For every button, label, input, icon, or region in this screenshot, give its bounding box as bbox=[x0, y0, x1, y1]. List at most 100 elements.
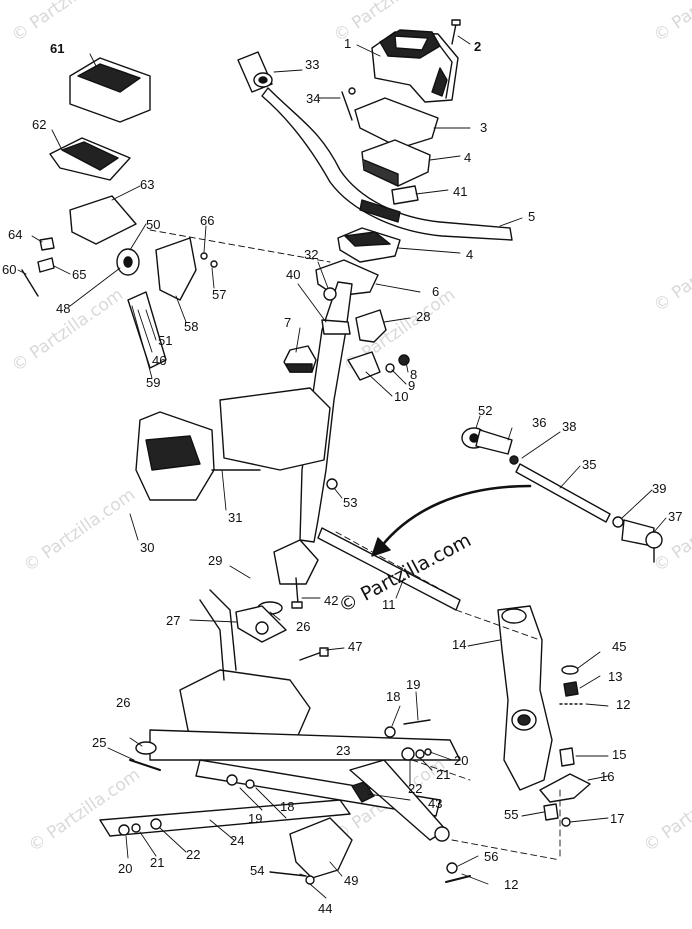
u-clamp-10-part bbox=[347, 351, 381, 381]
tie-rod-assembly-part bbox=[461, 427, 663, 563]
callout-46: 46 bbox=[152, 353, 167, 368]
nut-56-part bbox=[446, 862, 458, 874]
callout-39: 39 bbox=[652, 481, 667, 496]
callout-56: 56 bbox=[484, 849, 499, 864]
callout-19b: 19 bbox=[248, 811, 263, 826]
callout-27: 27 bbox=[166, 613, 181, 628]
callout-14: 14 bbox=[452, 637, 467, 652]
callout-62: 62 bbox=[32, 117, 47, 132]
callout-52: 52 bbox=[478, 403, 493, 418]
callout-21b: 21 bbox=[150, 855, 165, 870]
callout-65: 65 bbox=[72, 267, 87, 282]
callout-5: 5 bbox=[528, 209, 536, 224]
callout-20a: 20 bbox=[454, 753, 469, 768]
callout-1: 1 bbox=[344, 36, 352, 51]
plate-63-part bbox=[69, 195, 137, 245]
callout-57: 57 bbox=[212, 287, 227, 302]
callout-48: 48 bbox=[56, 301, 71, 316]
bracket-28-part bbox=[355, 309, 387, 343]
screw-part bbox=[451, 19, 461, 45]
callout-18a: 18 bbox=[386, 689, 401, 704]
callout-38: 38 bbox=[562, 419, 577, 434]
reference-lines bbox=[149, 229, 561, 861]
callout-51: 51 bbox=[158, 333, 173, 348]
spindle-29-part bbox=[273, 539, 319, 585]
callout-2: 2 bbox=[474, 39, 482, 54]
callout-66: 66 bbox=[200, 213, 215, 228]
callout-34: 34 bbox=[306, 91, 321, 106]
callout-13: 13 bbox=[608, 669, 623, 684]
callout-7: 7 bbox=[284, 315, 292, 330]
callout-60: 60 bbox=[2, 262, 17, 277]
pad-41-part bbox=[391, 185, 419, 205]
clip-64-part bbox=[39, 237, 55, 251]
bolt-42-part bbox=[291, 577, 303, 609]
callout-24: 24 bbox=[230, 833, 245, 848]
screw-66-part bbox=[200, 252, 208, 260]
callout-10: 10 bbox=[394, 389, 409, 404]
callout-49: 49 bbox=[344, 873, 359, 888]
console-body-part bbox=[219, 387, 331, 471]
clip-65-part bbox=[37, 257, 55, 273]
nut-57-part bbox=[210, 260, 218, 268]
callout-16: 16 bbox=[600, 769, 615, 784]
callout-8: 8 bbox=[410, 367, 418, 382]
washer-45-part bbox=[561, 665, 579, 675]
nut-53-part bbox=[326, 478, 338, 490]
plate-16-part bbox=[539, 773, 591, 803]
screw-34-part bbox=[341, 87, 356, 121]
fitting-43-part bbox=[351, 781, 375, 803]
shield-49-part bbox=[289, 817, 353, 879]
nut-32-part bbox=[323, 287, 337, 301]
callout-20b: 20 bbox=[118, 861, 133, 876]
callout-23: 23 bbox=[336, 743, 351, 758]
callout-29: 29 bbox=[208, 553, 223, 568]
callout-43: 43 bbox=[428, 796, 443, 811]
handlebar-bracket-part bbox=[354, 97, 439, 149]
callout-54: 54 bbox=[250, 863, 265, 878]
callout-31: 31 bbox=[228, 510, 243, 525]
callout-19a: 19 bbox=[406, 677, 421, 692]
callout-4a: 4 bbox=[464, 150, 472, 165]
callout-35: 35 bbox=[582, 457, 597, 472]
callout-37: 37 bbox=[668, 509, 683, 524]
callout-21a: 21 bbox=[436, 767, 451, 782]
callout-53: 53 bbox=[343, 495, 358, 510]
callout-6: 6 bbox=[432, 284, 440, 299]
callout-58: 58 bbox=[184, 319, 199, 334]
callout-36: 36 bbox=[532, 415, 547, 430]
nut-8-part bbox=[398, 354, 410, 366]
callout-18b: 18 bbox=[280, 799, 295, 814]
steering-pad-part bbox=[371, 29, 459, 103]
callout-32: 32 bbox=[304, 247, 319, 262]
callout-30: 30 bbox=[140, 540, 155, 555]
callout-28: 28 bbox=[416, 309, 431, 324]
callout-11: 11 bbox=[382, 597, 396, 612]
callout-63: 63 bbox=[140, 177, 155, 192]
cap-15-part bbox=[559, 747, 575, 767]
callout-50: 50 bbox=[146, 217, 161, 232]
leader-lines bbox=[17, 35, 667, 899]
callout-44: 44 bbox=[318, 901, 333, 916]
callout-26a: 26 bbox=[296, 619, 311, 634]
bolt-25-part bbox=[129, 759, 161, 771]
callout-59: 59 bbox=[146, 375, 161, 390]
plate-58-part bbox=[155, 237, 197, 301]
callout-42: 42 bbox=[324, 593, 339, 608]
callout-26b: 26 bbox=[116, 695, 131, 710]
bushing-set-part bbox=[118, 719, 432, 836]
callout-12b: 12 bbox=[504, 877, 519, 892]
boot-55-part bbox=[543, 803, 559, 821]
callout-40: 40 bbox=[286, 267, 301, 282]
grip-part bbox=[237, 51, 273, 93]
callout-61: 61 bbox=[50, 41, 65, 56]
screw-17-part bbox=[561, 817, 571, 827]
callout-41: 41 bbox=[453, 184, 468, 199]
callout-9: 9 bbox=[408, 378, 416, 393]
pin-60-part bbox=[21, 269, 39, 297]
callout-22b: 22 bbox=[186, 847, 201, 862]
callout-4b: 4 bbox=[466, 247, 474, 262]
nut-13-part bbox=[563, 681, 579, 697]
callout-33: 33 bbox=[305, 57, 320, 72]
callout-55: 55 bbox=[504, 807, 519, 822]
